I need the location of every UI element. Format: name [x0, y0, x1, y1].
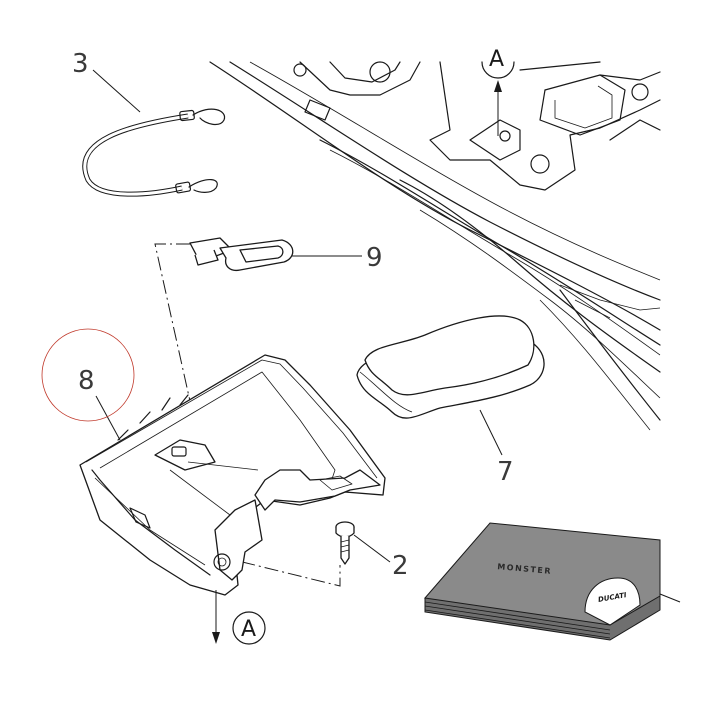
- part-cable: 3: [72, 49, 226, 197]
- callout-8: 8: [78, 366, 95, 396]
- part-pad: 7: [356, 315, 545, 487]
- part-screw: 2: [335, 521, 409, 581]
- highlight-circle: [41, 328, 135, 422]
- ducati-logo: [584, 577, 641, 626]
- callout-3: 3: [72, 49, 89, 79]
- part-tray: 8 A: [41, 328, 386, 645]
- owners-manual: MONSTER DUCATI: [424, 522, 681, 641]
- callout-a-top: A: [489, 47, 504, 72]
- callout-2: 2: [392, 551, 409, 581]
- callout-7: 7: [497, 457, 514, 487]
- callout-9: 9: [366, 243, 383, 273]
- callout-a-bottom: A: [241, 617, 256, 642]
- frame-structure: A: [209, 47, 661, 431]
- part-bracket: 9: [189, 237, 383, 273]
